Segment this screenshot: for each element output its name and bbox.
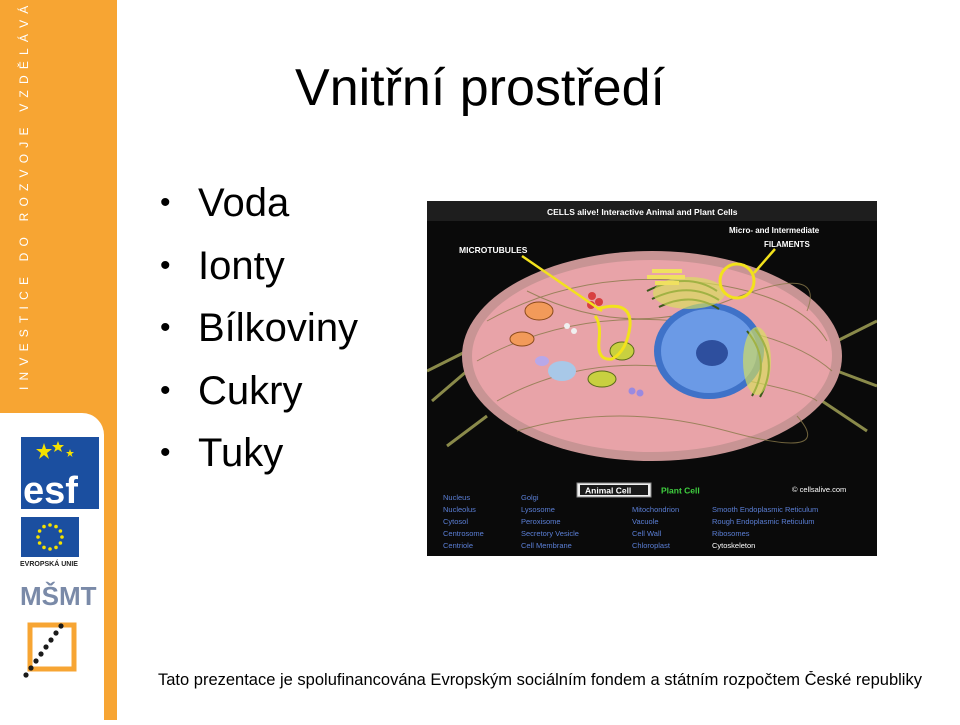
svg-text:Ribosomes: Ribosomes	[712, 529, 750, 538]
nucleolus	[696, 340, 728, 366]
bullet-text: Ionty	[198, 243, 285, 288]
cell-fibers	[426, 319, 878, 448]
bullet-icon: •	[160, 186, 171, 219]
svg-text:Centriole: Centriole	[443, 541, 473, 550]
bullet-item: • Cukry	[160, 360, 358, 423]
esf-logo: esf	[21, 437, 99, 512]
msmt-logo: MŠMT	[20, 581, 97, 611]
footer-text: Tato prezentace je spolufinancována Evro…	[158, 671, 922, 689]
figure-copyright: © cellsalive.com	[792, 485, 846, 494]
eu-text: EVROPSKÁ UNIE	[20, 559, 78, 568]
bullet-icon: •	[160, 373, 171, 407]
bullet-icon: •	[160, 436, 171, 469]
svg-text:Cytoskeleton: Cytoskeleton	[712, 541, 755, 550]
msmt-text: MŠMT	[20, 581, 97, 611]
bullet-item: • Voda	[160, 172, 358, 235]
svg-text:Cell Wall: Cell Wall	[632, 529, 662, 538]
slide-title: Vnitřní prostředí	[295, 59, 665, 117]
svg-text:Centrosome: Centrosome	[443, 529, 484, 538]
mitochondrion	[524, 301, 554, 321]
bullet-item: • Bílkoviny	[160, 297, 358, 360]
cytoplasm	[472, 260, 832, 452]
svg-text:Vacuole: Vacuole	[632, 517, 659, 526]
bullet-text: Voda	[198, 181, 290, 225]
label-microtubules: MICROTUBULES	[459, 245, 528, 255]
bullet-text: Tuky	[198, 431, 284, 475]
svg-text:Cytosol: Cytosol	[443, 517, 468, 526]
svg-text:Cell Membrane: Cell Membrane	[521, 541, 572, 550]
svg-text:Secretory Vesicle: Secretory Vesicle	[521, 529, 579, 538]
logos: esf EVROPSKÁ UNIE MŠMT	[20, 437, 99, 678]
eu-flag: EVROPSKÁ UNIE	[20, 517, 79, 568]
label-filaments-line2: FILAMENTS	[764, 240, 810, 249]
bullet-icon: •	[160, 248, 171, 282]
svg-text:Golgi: Golgi	[521, 493, 539, 502]
esf-text: esf	[23, 470, 78, 512]
svg-text:Lysosome: Lysosome	[521, 505, 555, 514]
cell-diagram-image: CELLS alive! Interactive Animal and Plan…	[426, 201, 878, 556]
bullet-text: Bílkoviny	[198, 306, 359, 350]
figure-header: CELLS alive! Interactive Animal and Plan…	[547, 207, 738, 217]
label-filaments-line1: Micro- and Intermediate	[729, 226, 820, 235]
svg-text:Nucleus: Nucleus	[443, 493, 470, 502]
tab-animal-cell: Animal Cell	[585, 486, 631, 496]
figure-legend: Nucleus Nucleolus Cytosol Centrosome Cen…	[443, 493, 818, 550]
filaments-highlight	[718, 262, 756, 300]
tab-plant-cell: Plant Cell	[661, 486, 700, 496]
bullet-item: • Tuky	[160, 422, 358, 485]
svg-text:Mitochondrion: Mitochondrion	[632, 505, 679, 514]
bullet-list: • Voda • Ionty • Bílkoviny • Cukry • Tuky	[160, 172, 358, 485]
microtubules-highlight	[593, 304, 632, 361]
svg-text:Smooth Endoplasmic Reticulum: Smooth Endoplasmic Reticulum	[712, 505, 818, 514]
op-vk-logo	[23, 622, 77, 678]
logo-panel: esf EVROPSKÁ UNIE MŠMT	[0, 413, 104, 720]
svg-text:Rough Endoplasmic Reticulum: Rough Endoplasmic Reticulum	[712, 517, 815, 526]
svg-text:Chloroplast: Chloroplast	[632, 541, 671, 550]
bullet-icon: •	[160, 311, 171, 344]
svg-text:Nucleolus: Nucleolus	[443, 505, 476, 514]
bullet-item: • Ionty	[160, 235, 358, 298]
sidebar-vertical-text: INVESTICE DO ROZVOJE VZDĚLÁVÁNÍ	[17, 0, 31, 390]
bullet-text: Cukry	[198, 368, 303, 413]
vacuole	[548, 361, 576, 381]
svg-text:Peroxisome: Peroxisome	[521, 517, 561, 526]
